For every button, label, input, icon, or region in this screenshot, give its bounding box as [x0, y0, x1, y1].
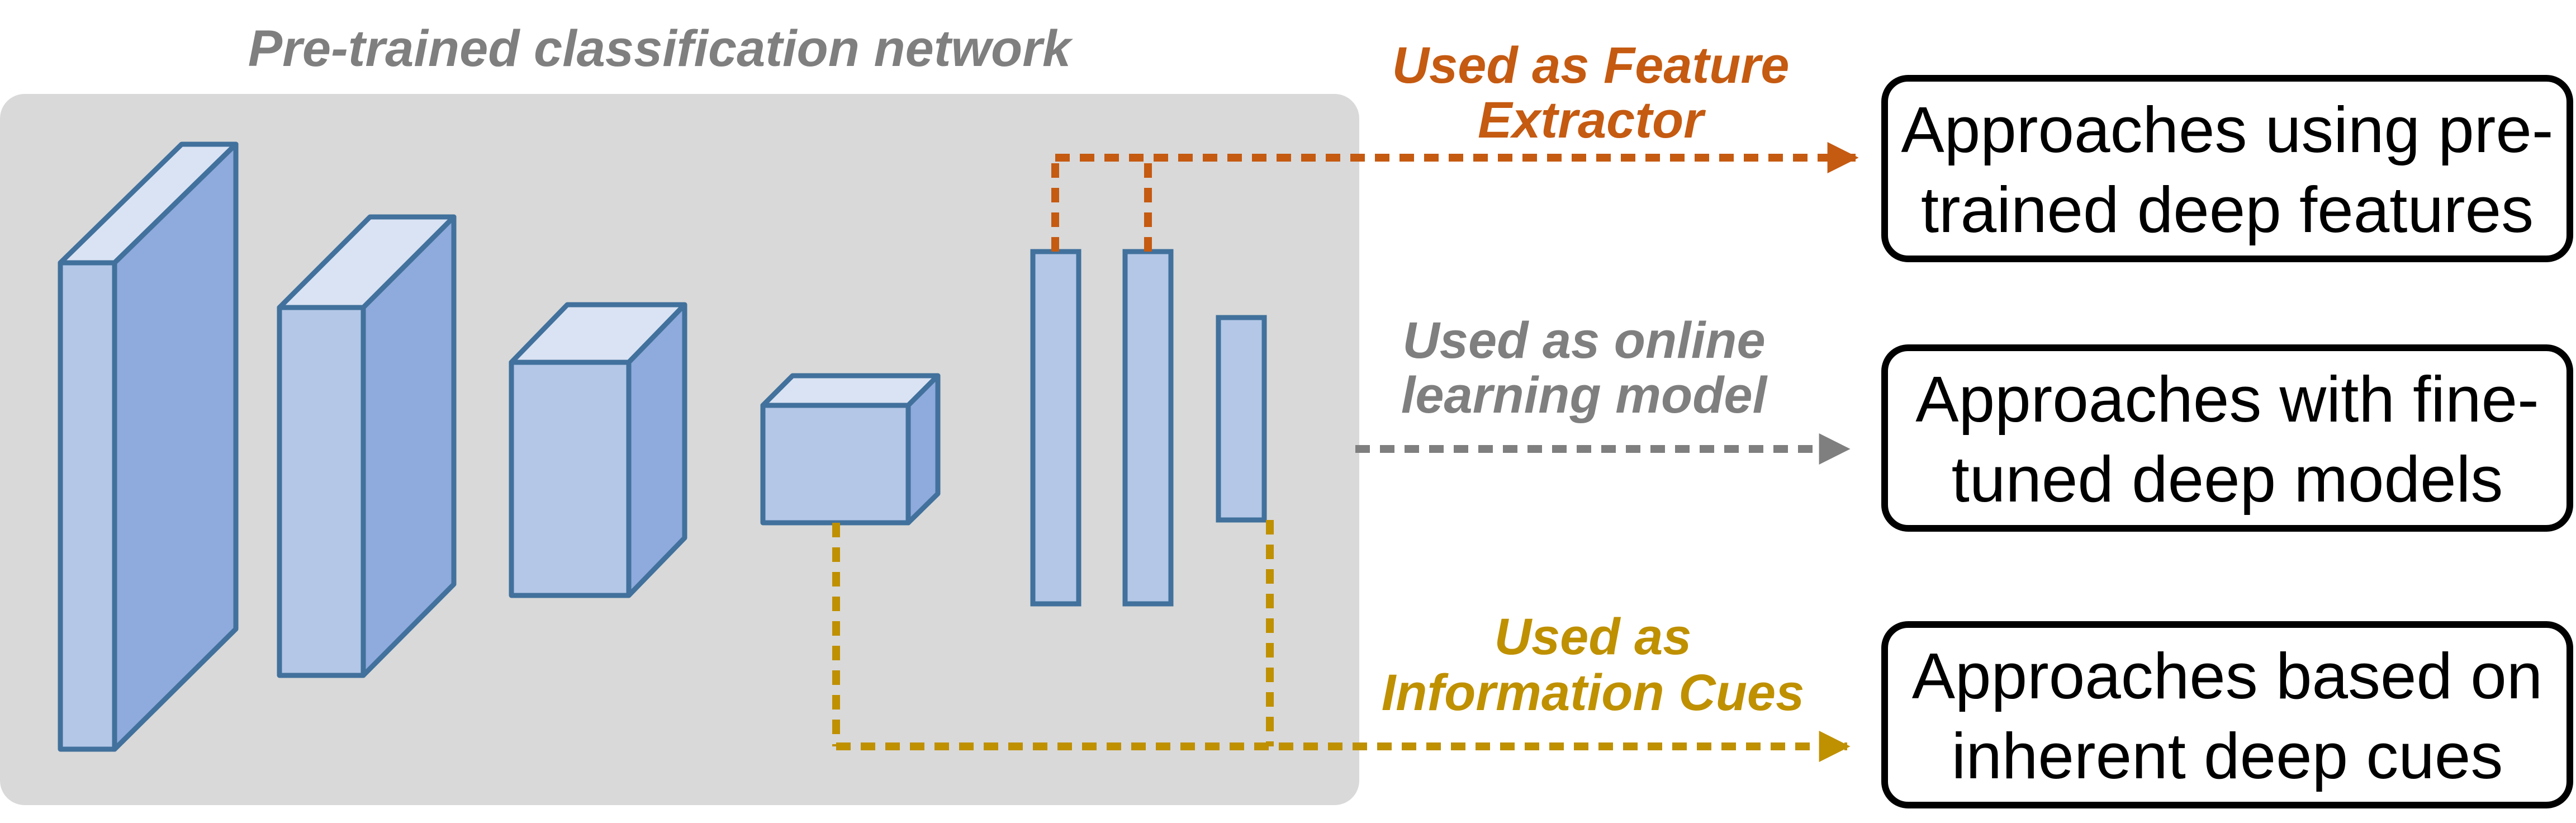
- online-learning-label-line1: Used as online: [1402, 312, 1765, 369]
- information-cues-label-line1: Used as: [1495, 608, 1692, 665]
- box-pretrained-features-frame: [1881, 75, 2573, 262]
- fc-layer-3: [1216, 315, 1267, 523]
- online-learning-label-line2: learning model: [1401, 367, 1768, 424]
- fc-layer-2: [1122, 249, 1174, 607]
- box-pretrained-features-line2: trained deep features: [1921, 173, 2534, 246]
- information-cues-connector: [832, 520, 1851, 762]
- box-inherent-cues-line1: Approaches based on: [1912, 640, 2543, 712]
- conv-layer-1-front: [58, 260, 117, 752]
- conv-layer-4-side: [905, 373, 941, 526]
- box-pretrained-features-line1: Approaches using pre-: [1901, 93, 2553, 166]
- feature-extractor-label-line1: Used as Feature: [1392, 37, 1790, 94]
- conv-layer-1: [58, 141, 239, 752]
- feature-extractor-connector: [1051, 142, 1859, 252]
- conv-layer-4-front: [760, 403, 911, 526]
- box-finetuned-models: Approaches with fine- tuned deep models: [1881, 344, 2573, 532]
- box-finetuned-models-frame: [1881, 344, 2573, 532]
- conv-layer-3: [509, 302, 687, 598]
- box-finetuned-models-line2: tuned deep models: [1952, 443, 2503, 515]
- box-inherent-cues-frame: [1881, 621, 2573, 808]
- box-finetuned-models-line1: Approaches with fine-: [1915, 363, 2539, 436]
- conv-layer-4: [760, 373, 941, 526]
- box-inherent-cues-line2: inherent deep cues: [1952, 720, 2503, 792]
- feature-extractor-label-line2: Extractor: [1478, 92, 1706, 149]
- box-pretrained-features: Approaches using pre- trained deep featu…: [1881, 75, 2573, 262]
- information-cues-label-line2: Information Cues: [1382, 664, 1804, 721]
- conv-layer-2: [277, 214, 457, 678]
- conv-layer-3-front: [509, 360, 632, 598]
- fc-layer-1: [1030, 249, 1081, 607]
- box-inherent-cues: Approaches based on inherent deep cues: [1881, 621, 2573, 808]
- network-title: Pre-trained classification network: [248, 20, 1073, 77]
- conv-layer-2-front: [277, 305, 366, 678]
